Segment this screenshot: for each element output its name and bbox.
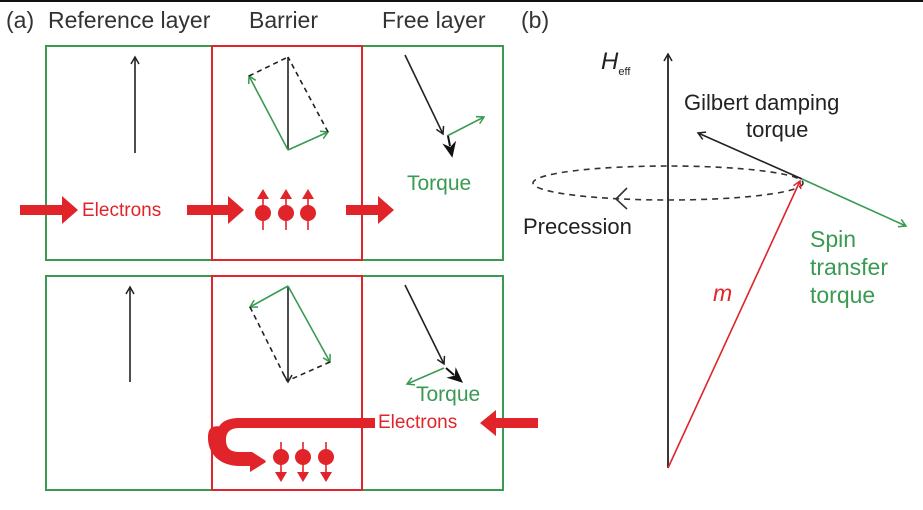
- heff-subscript: eff: [618, 65, 631, 78]
- electron-spin-down: [295, 442, 311, 482]
- gilbert-damping-arrow: [696, 131, 803, 180]
- spin-down-electrons: [273, 442, 334, 482]
- electron-spin-down: [318, 442, 334, 482]
- electron-flow-arrow-in: [20, 196, 78, 224]
- electrons-label-bottom: Electrons: [378, 412, 458, 433]
- gilbert-label-line1: Gilbert damping: [684, 90, 840, 115]
- column-header-free: Free layer: [382, 7, 486, 33]
- electron-spin-up: [300, 189, 316, 230]
- electron-flow-arrow-mid: [187, 196, 244, 224]
- stt-label-line2: transfer: [810, 254, 888, 280]
- heff-symbol: H: [601, 48, 619, 75]
- magnetization-vector-m: [667, 179, 802, 469]
- column-header-barrier: Barrier: [249, 7, 319, 33]
- panel-b-diagram: [532, 52, 908, 469]
- electron-spin-up: [278, 189, 294, 230]
- torque-arrow-top: [446, 115, 486, 137]
- torque-label-bottom: Torque: [416, 383, 481, 406]
- electrons-label-top: Electrons: [82, 200, 162, 221]
- free-magnetization-arrow-bottom: [404, 284, 446, 366]
- reference-layer-box-bottom: [45, 275, 213, 491]
- bottom-row: [45, 275, 538, 491]
- top-row: [20, 45, 504, 261]
- top-border-line: [0, 0, 923, 2]
- torque-arrow-bottom: [405, 367, 445, 386]
- stt-label-line3: torque: [810, 282, 876, 308]
- spin-transfer-torque-arrow: [801, 178, 908, 228]
- gilbert-label-line2: torque: [746, 117, 809, 142]
- electron-flow-arrow-out: [346, 196, 394, 224]
- m-vector-label: m: [713, 280, 733, 306]
- stt-label-line1: Spin: [810, 226, 857, 252]
- electron-spin-down: [273, 442, 289, 482]
- panel-a-label: (a): [6, 7, 35, 33]
- heff-label: Heff: [601, 50, 630, 78]
- electron-flow-arrow-in-right: [480, 410, 538, 436]
- reference-layer-box-top: [45, 45, 213, 261]
- column-header-reference: Reference layer: [48, 7, 211, 33]
- precession-orbit: [532, 165, 804, 201]
- barrier-box-top: [211, 45, 363, 261]
- switching-arrow-top: [442, 135, 457, 158]
- barrier-spin-decomposition-top: [247, 56, 330, 151]
- free-layer-box-top: [361, 45, 504, 261]
- spin-up-electrons: [255, 189, 316, 230]
- torque-label-top: Torque: [407, 172, 472, 195]
- barrier-spin-decomposition-bottom: [248, 285, 331, 384]
- free-magnetization-arrow-top: [404, 54, 445, 136]
- electron-reflection-arrow-body: [216, 418, 375, 470]
- switching-arrow-bottom: [445, 367, 464, 383]
- electron-spin-up: [255, 189, 271, 230]
- barrier-box-bottom: [211, 275, 363, 491]
- precession-label: Precession: [523, 214, 632, 239]
- precession-direction-arrowhead: [614, 187, 628, 210]
- panel-b-label: (b): [521, 7, 550, 33]
